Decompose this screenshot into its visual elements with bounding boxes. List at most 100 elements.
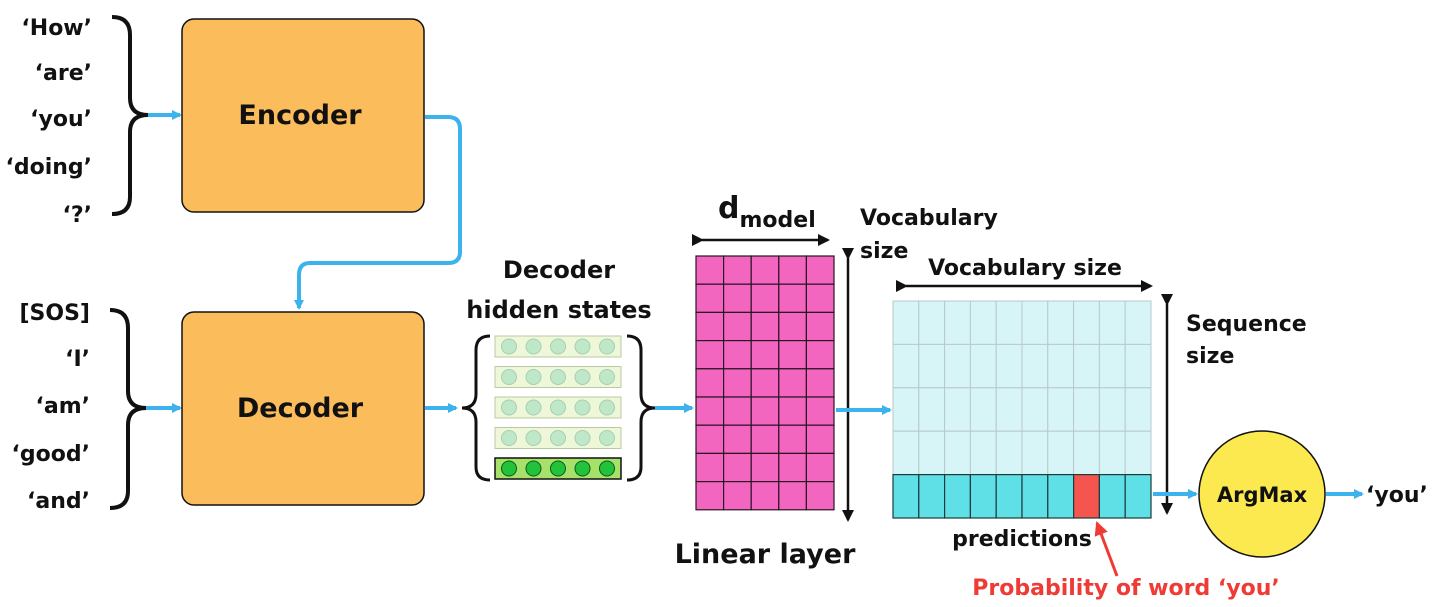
- linear-weight-cell: [750, 424, 780, 455]
- linear-weight-cell: [778, 340, 807, 370]
- linear-weight-cell: [805, 396, 835, 426]
- decoder-title: Decoder: [237, 393, 364, 424]
- hidden-state-unit: [525, 338, 542, 355]
- encoder-input-tokens: ‘How’ ‘are’ ‘you’ ‘doing’ ‘?’: [5, 16, 92, 228]
- predicted-word-cell: [1072, 474, 1100, 519]
- predictions-label: predictions: [952, 527, 1092, 552]
- prediction-cell: [1047, 474, 1075, 519]
- hidden-states-title-line2: hidden states: [466, 296, 651, 324]
- logit-cell: [1047, 430, 1075, 476]
- hidden-state-unit: [550, 369, 566, 385]
- linear-weight-cell: [750, 255, 780, 285]
- logit-cell: [1021, 430, 1049, 476]
- linear-weight-cell: [778, 424, 807, 455]
- linear-weight-cell: [695, 283, 725, 314]
- logit-cell: [1124, 387, 1152, 432]
- linear-weight-cell: [695, 452, 725, 483]
- prediction-cell: [943, 474, 971, 519]
- logit-cell: [995, 300, 1023, 345]
- hidden-state-unit: [574, 399, 591, 416]
- decoder-token: ‘I’: [65, 347, 90, 372]
- hidden-state-unit: [550, 430, 566, 446]
- hidden-state-unit: [599, 399, 615, 416]
- logit-cell: [944, 387, 971, 432]
- hidden-state-unit: [574, 338, 591, 355]
- hidden-state-unit: [550, 399, 566, 416]
- hidden-state-unit: [525, 369, 542, 385]
- prediction-cell: [918, 474, 946, 519]
- linear-weight-cell: [722, 255, 752, 285]
- d-model-label: dmodel: [718, 191, 816, 233]
- hidden-state-unit: [599, 338, 615, 355]
- hidden-state-unit: [574, 430, 591, 446]
- linear-weight-cell: [805, 424, 835, 455]
- logit-cell: [969, 300, 997, 345]
- logit-cell: [1021, 387, 1049, 432]
- logit-cell: [918, 387, 946, 432]
- logit-cell: [892, 387, 920, 432]
- linear-weight-cell: [805, 311, 835, 342]
- hidden-state-unit: [574, 460, 591, 477]
- vocabulary-size-label-line1: Vocabulary: [860, 206, 998, 231]
- linear-weight-cell: [722, 311, 752, 342]
- linear-weight-cell: [695, 396, 725, 426]
- linear-weight-cell: [695, 340, 725, 370]
- sequence-size-label-line2: size: [1186, 344, 1234, 369]
- decoder-token: ‘good’: [12, 442, 90, 467]
- linear-weight-cell: [695, 368, 725, 398]
- prediction-cell: [969, 474, 997, 519]
- encoder-token: ‘?’: [63, 203, 92, 228]
- logit-cell: [1073, 387, 1100, 432]
- linear-weight-cell: [778, 311, 807, 342]
- hidden-state-unit: [525, 460, 542, 477]
- logit-cell: [1047, 300, 1075, 345]
- logit-cell: [1098, 300, 1126, 345]
- hidden-state-unit: [550, 338, 566, 355]
- prediction-cell: [1098, 474, 1126, 519]
- logit-cell: [1124, 300, 1152, 345]
- logit-cell: [1073, 300, 1100, 345]
- logit-cell: [995, 430, 1023, 476]
- hidden-state-unit: [550, 460, 566, 477]
- logit-cell: [1098, 430, 1126, 476]
- hidden-state-unit: [501, 338, 517, 355]
- logit-cell: [918, 430, 946, 476]
- decoder-token: ‘and’: [27, 489, 90, 514]
- argmax-output-token: ‘you’: [1366, 483, 1428, 508]
- hidden-state-unit: [501, 369, 517, 385]
- hidden-state-unit: [501, 430, 517, 446]
- linear-weight-cell: [805, 452, 835, 483]
- logit-cell: [995, 387, 1023, 432]
- linear-weight-cell: [750, 481, 780, 511]
- hidden-states-title-line1: Decoder: [503, 256, 615, 284]
- prediction-cell: [1124, 474, 1152, 519]
- linear-weight-cell: [750, 311, 780, 342]
- encoder-token: ‘How’: [21, 16, 92, 41]
- output-logits-grid: [892, 300, 1152, 519]
- logit-cell: [1073, 430, 1100, 476]
- linear-weight-cell: [805, 283, 835, 314]
- linear-weight-cell: [750, 340, 780, 370]
- probability-annotation: Probability of word ‘you’: [972, 576, 1279, 601]
- logit-cell: [944, 300, 971, 345]
- d-model-label-main: d: [718, 191, 739, 226]
- encoder-to-decoder-arrow: [294, 115, 462, 310]
- linear-weight-cell: [778, 283, 807, 314]
- linear-weight-cell: [722, 368, 752, 398]
- linear-weight-cell: [750, 452, 780, 483]
- logit-cell: [892, 300, 920, 345]
- linear-weight-cell: [695, 311, 725, 342]
- linear-weight-cell: [750, 283, 780, 314]
- logit-cell: [944, 430, 971, 476]
- linear-weight-cell: [750, 368, 780, 398]
- argmax-node: [1198, 430, 1326, 558]
- linear-layer-title: Linear layer: [675, 539, 856, 570]
- linear-weight-cell: [778, 368, 807, 398]
- linear-weight-cell: [722, 481, 752, 511]
- decoder-input-tokens: [SOS] ‘I’ ‘am’ ‘good’ ‘and’: [12, 301, 90, 514]
- linear-weight-cell: [805, 368, 835, 398]
- linear-weight-cell: [722, 424, 752, 455]
- linear-weight-cell: [778, 452, 807, 483]
